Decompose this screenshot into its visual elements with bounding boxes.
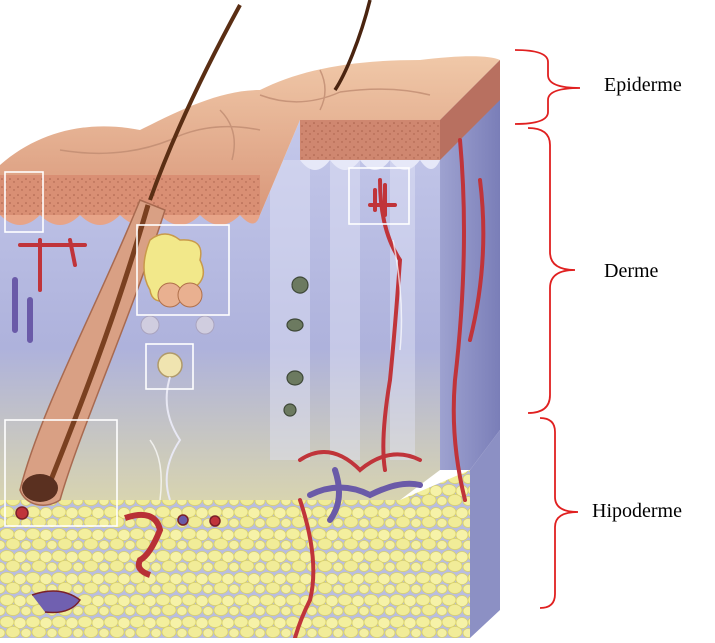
epiderme-label: Epiderme — [604, 74, 682, 97]
hipoderme-label: Hipoderme — [592, 500, 682, 523]
sweat-gland — [158, 353, 182, 377]
epiderme-bracket — [515, 50, 580, 124]
derme-label: Derme — [604, 260, 658, 283]
hipoderme-bracket — [540, 418, 578, 608]
derme-bracket — [528, 128, 575, 413]
